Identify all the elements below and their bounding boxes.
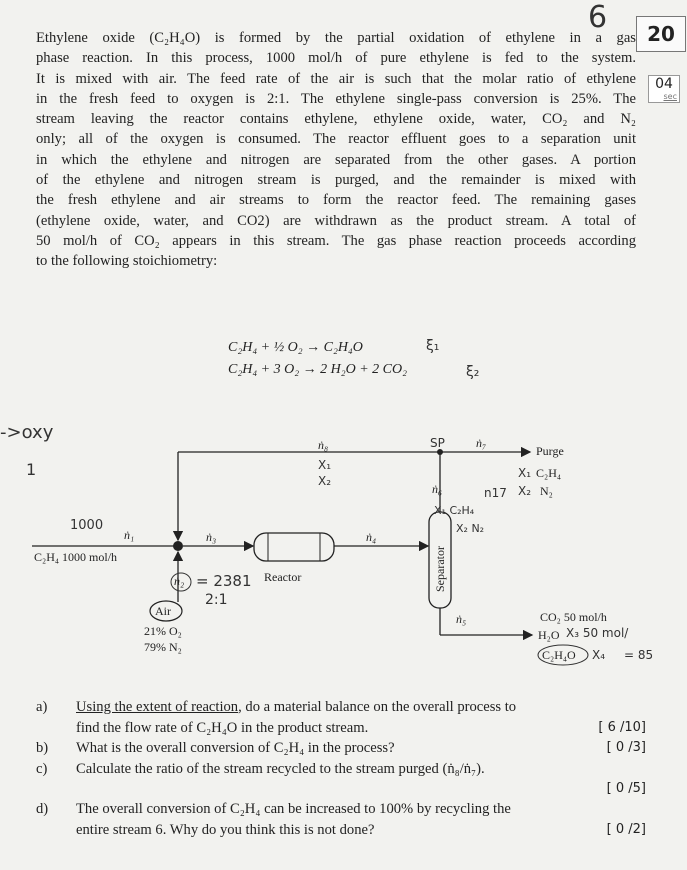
questions-list: a) Using the extent of reaction, do a ma… bbox=[36, 697, 646, 840]
question-text: , do a material balance on the overall p… bbox=[238, 699, 517, 715]
separator-label: Separator bbox=[433, 546, 447, 592]
hand-x2: X₂ bbox=[318, 474, 332, 488]
question-letter: c) bbox=[36, 760, 48, 777]
extent-2-hand: ξ₂ bbox=[466, 364, 480, 380]
problem-line: phase reaction. In this process, 1000 mo… bbox=[36, 50, 636, 67]
label-n5: ṅ₅ bbox=[456, 612, 467, 626]
label-n2: ṅ₂ bbox=[174, 574, 185, 588]
problem-line: It is mixed with air. The feed rate of t… bbox=[36, 70, 636, 87]
problem-line: in which the ethylene and nitrogen are s… bbox=[36, 151, 636, 168]
hand-50mol: X₃ 50 mol/ bbox=[566, 626, 629, 640]
problem-line: to the following stoichiometry: bbox=[36, 253, 218, 270]
problem-line: 50 mol/h of CO₂ appears in this stream. … bbox=[36, 232, 636, 249]
hand-ratio: 2:1 bbox=[205, 592, 228, 608]
label-n8: ṅ₈ bbox=[318, 438, 329, 452]
label-n3: ṅ₃ bbox=[206, 530, 217, 544]
air-n2-label: 79% N₂ bbox=[144, 640, 182, 654]
product-h2o: H₂O bbox=[538, 628, 560, 642]
fresh-feed-label: C₂H₄ 1000 mol/h bbox=[34, 550, 118, 564]
hand-oxy: ->oxy bbox=[0, 422, 54, 443]
process-flow-diagram: ->oxy 1 1000 ṅ₁ C₂H₄ 1000 mol/h ṅ₃ ṅ₄ Re… bbox=[0, 400, 687, 690]
air-o2-label: 21% O₂ bbox=[144, 624, 182, 638]
question-b: b) What is the overall conversion of C₂H… bbox=[36, 738, 646, 759]
hand-n6-n2: X₂ N₂ bbox=[456, 522, 485, 535]
question-text-line2: find the flow rate of C₂H₄O in the produ… bbox=[76, 719, 369, 736]
handwritten-score: 6 bbox=[588, 0, 608, 35]
problem-line: (ethylene oxide, water, and CO2) are wit… bbox=[36, 212, 636, 229]
question-letter: b) bbox=[36, 740, 49, 756]
question-text: The overall conversion of C₂H₄ can be in… bbox=[76, 801, 511, 817]
timer-widget: 04 sec bbox=[648, 75, 680, 103]
purge-c2h4: C₂H₄ bbox=[536, 466, 562, 480]
reaction-1: C₂H₄ + ½ O₂ → C₂H₄O bbox=[228, 340, 363, 355]
question-mark: [ 0 /3] bbox=[606, 740, 646, 755]
flowsheet-svg bbox=[32, 446, 589, 666]
label-n1: ṅ₁ bbox=[124, 528, 135, 542]
hand-x2-purge: X₂ bbox=[518, 484, 532, 498]
score-box: 20 bbox=[636, 16, 686, 52]
hand-sp: SP bbox=[430, 436, 445, 450]
question-text: Calculate the ratio of the stream recycl… bbox=[76, 760, 485, 777]
c2h4o-hand-circle bbox=[537, 644, 589, 666]
hand-85: = 85 bbox=[624, 648, 654, 662]
extent-1-hand: ξ₁ bbox=[426, 338, 440, 354]
reaction-2: C₂H₄ + 3 O₂ → 2 H₂O + 2 CO₂ bbox=[228, 362, 407, 377]
problem-statement: Ethylene oxide (C₂H₄O) is formed by the … bbox=[36, 28, 636, 272]
product-co2: CO₂ 50 mol/h bbox=[540, 610, 607, 624]
reactor-label: Reactor bbox=[264, 570, 302, 584]
problem-line: in the fresh feed to oxygen is 2:1. The … bbox=[36, 90, 636, 107]
question-text: What is the overall conversion of C₂H₄ i… bbox=[76, 740, 395, 756]
hand-2381: = 2381 bbox=[196, 572, 252, 590]
question-a: a) Using the extent of reaction, do a ma… bbox=[36, 697, 646, 738]
question-text-line2: entire stream 6. Why do you think this i… bbox=[76, 821, 375, 838]
question-letter: a) bbox=[36, 699, 48, 715]
hand-n17: n17 bbox=[484, 486, 507, 500]
mixer-node bbox=[173, 541, 183, 551]
air-source bbox=[149, 600, 183, 622]
reactor-vessel bbox=[253, 532, 335, 562]
label-n4: ṅ₄ bbox=[366, 530, 377, 544]
timer-value: 04 bbox=[655, 76, 673, 92]
purge-n2: N₂ bbox=[540, 484, 553, 498]
problem-line: the fresh ethylene and air streams to fo… bbox=[36, 192, 636, 209]
question-mark: [ 0 /2] bbox=[606, 821, 646, 837]
problem-line: of the ethylene and nitrogen stream is p… bbox=[36, 172, 636, 189]
n2-hand-circle bbox=[170, 572, 192, 592]
question-mark: [ 0 /5] bbox=[606, 781, 646, 796]
timer-unit: sec bbox=[663, 92, 678, 101]
label-n7: ṅ₇ bbox=[476, 436, 487, 450]
hand-x1: X₁ bbox=[318, 458, 332, 472]
question-mark: [ 6 /10] bbox=[598, 719, 646, 735]
purge-label: Purge bbox=[536, 444, 564, 458]
problem-line: stream leaving the reactor contains ethy… bbox=[36, 111, 636, 128]
label-n6: ṅ₆ bbox=[432, 482, 443, 496]
underlined-phrase: Using the extent of reaction bbox=[76, 699, 239, 715]
hand-n6-mix: X₁ C₂H₄ bbox=[434, 504, 475, 517]
hand-1000: 1000 bbox=[70, 518, 104, 533]
problem-line: only; all of the oxygen is consumed. The… bbox=[36, 131, 636, 148]
question-letter: d) bbox=[36, 801, 49, 817]
hand-x1-purge: X₁ bbox=[518, 466, 532, 480]
question-c: c) Calculate the ratio of the stream rec… bbox=[36, 759, 646, 800]
hand-one: 1 bbox=[26, 460, 37, 479]
air-label: Air bbox=[155, 604, 171, 618]
question-d: d) The overall conversion of C₂H₄ can be… bbox=[36, 799, 646, 840]
hand-x4: X₄ bbox=[592, 648, 606, 662]
product-c2h4o: C₂H₄O bbox=[542, 648, 576, 662]
problem-line: Ethylene oxide (C₂H₄O) is formed by the … bbox=[36, 30, 636, 46]
